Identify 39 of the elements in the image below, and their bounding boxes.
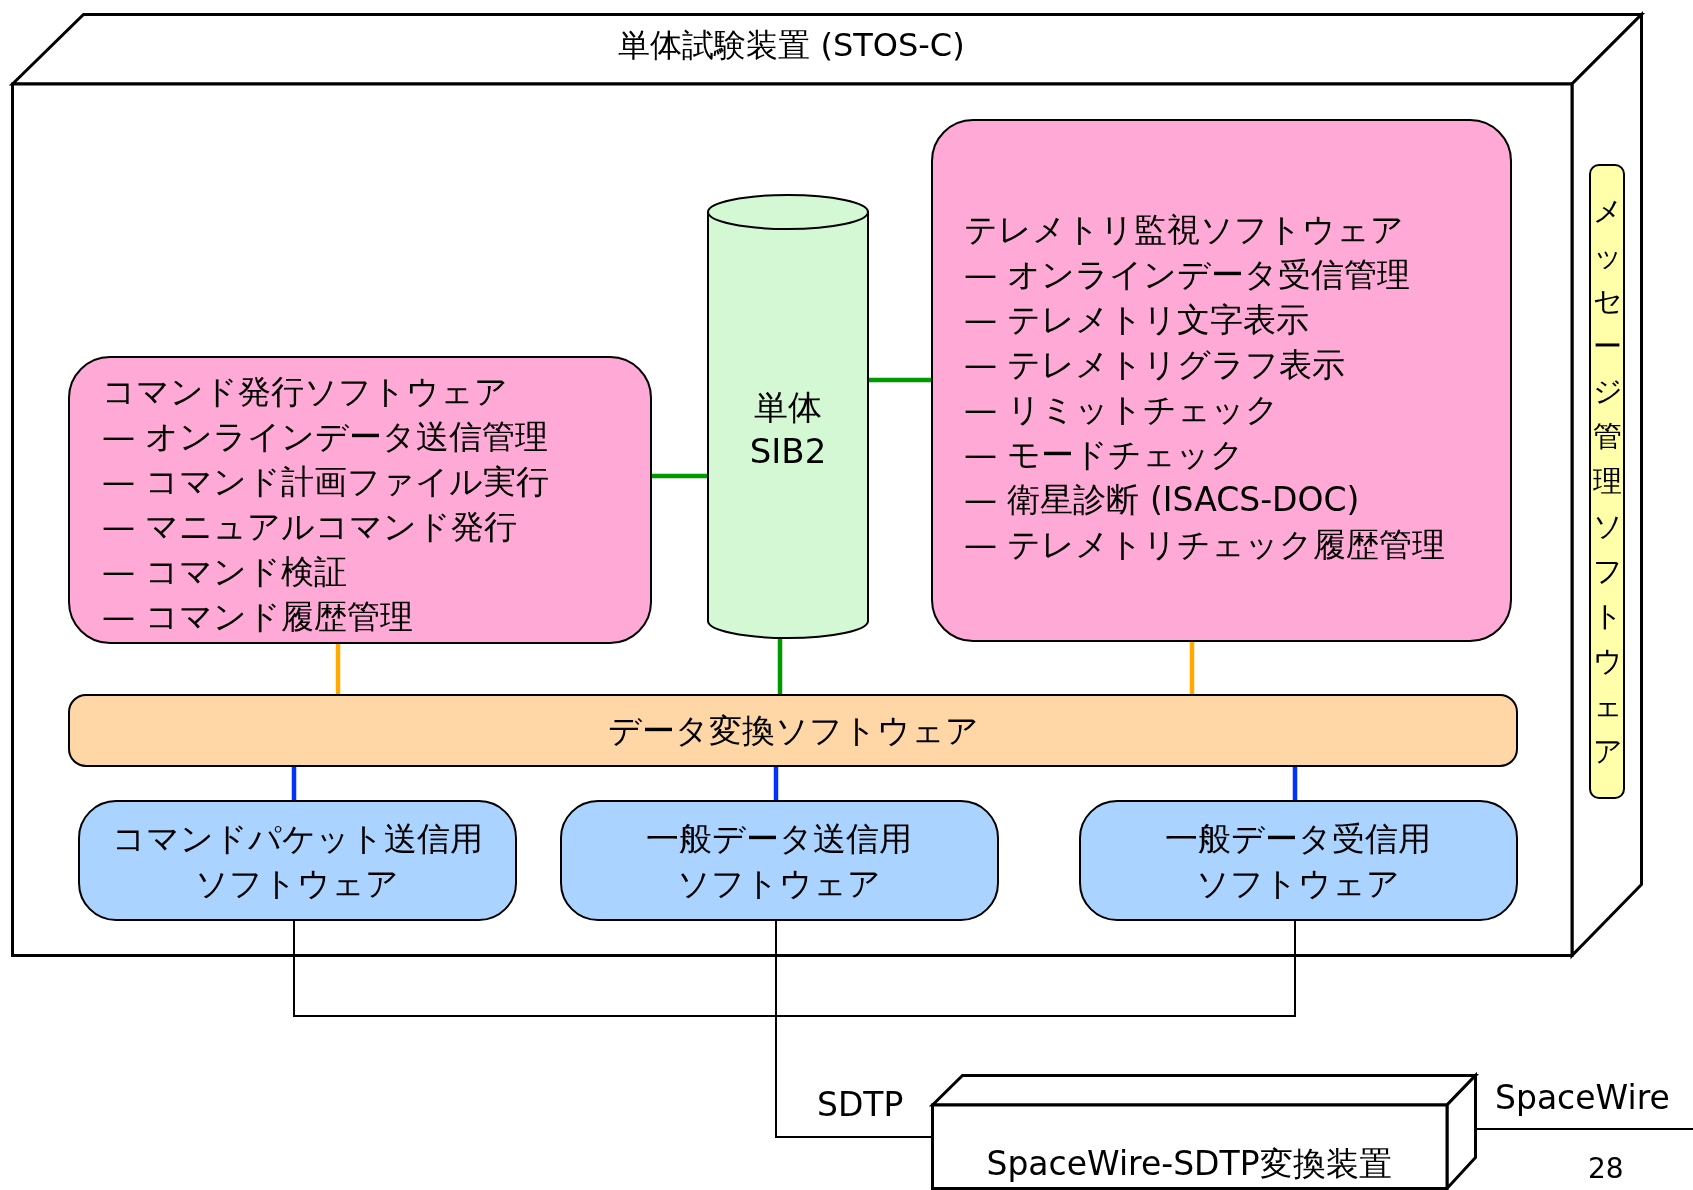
connector-line: [335, 644, 341, 694]
list-item: — テレメトリ文字表示: [964, 299, 1310, 341]
connector-line: [777, 639, 783, 694]
box-title: SpaceWire-SDTP変換装置: [985, 1144, 1393, 1184]
list-item: — テレメトリチェック履歴管理: [964, 524, 1446, 566]
software-bar: [68, 694, 1518, 767]
list-item: — マニュアルコマンド発行: [102, 506, 518, 548]
list-item: — 衛星診断 (ISACS-DOC): [964, 479, 1360, 521]
connector-line: [775, 920, 1296, 1138]
list-item: — オンラインデータ受信管理: [964, 254, 1411, 296]
software-box: [931, 119, 1512, 642]
software-box: [560, 800, 999, 921]
connector-line: [1292, 767, 1298, 800]
software-box: [1079, 800, 1518, 921]
list-item: — オンラインデータ送信管理: [102, 416, 549, 458]
software-strip: [1589, 164, 1625, 799]
connector-line: [291, 767, 297, 800]
vertical-label: メッセージ管理ソフトウェア: [1592, 193, 1622, 770]
connector-line: [652, 473, 707, 479]
node-label: 単体 SIB2: [748, 386, 828, 473]
list-item: — コマンド検証: [102, 551, 348, 593]
node-label: 一般データ受信用ソフトウェア: [1164, 817, 1433, 905]
box-heading: コマンド発行ソフトウェア: [102, 371, 508, 413]
cable-line: [1476, 1128, 1693, 1130]
software-box: [78, 800, 517, 921]
list-item: — テレメトリグラフ表示: [964, 344, 1346, 386]
box-heading: テレメトリ監視ソフトウェア: [964, 209, 1404, 251]
connector-line: [1189, 642, 1195, 694]
node-label: データ変換ソフトウェア: [607, 710, 979, 752]
connector-line: [773, 767, 779, 800]
list-item: — リミットチェック: [964, 389, 1280, 431]
list-item: — モードチェック: [964, 434, 1245, 476]
list-item: — コマンド計画ファイル実行: [102, 461, 550, 503]
node-label: コマンドパケット送信用ソフトウェア: [111, 817, 484, 905]
box-title: 単体試験装置 (STOS-C): [617, 25, 966, 65]
node-label: 一般データ送信用ソフトウェア: [645, 817, 914, 905]
software-box: [68, 356, 652, 644]
connector-line: [869, 377, 931, 383]
list-item: — コマンド履歴管理: [102, 596, 414, 638]
